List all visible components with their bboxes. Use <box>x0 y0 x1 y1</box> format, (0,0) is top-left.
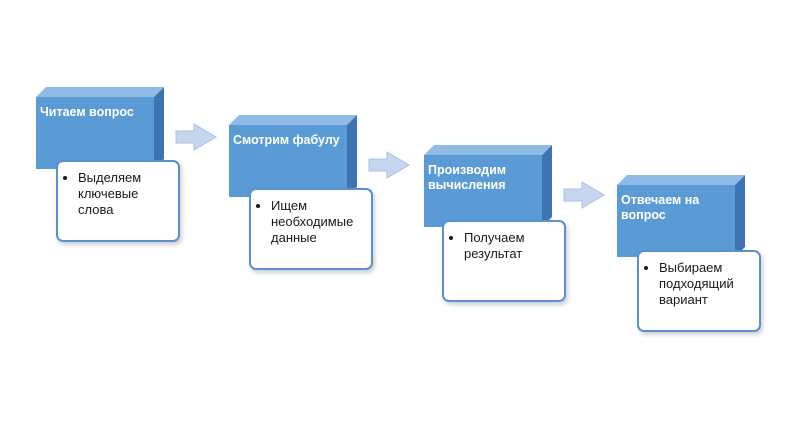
step-2-detail-card: Ищем необходимые данные <box>249 188 373 270</box>
step-1-title: Читаем вопрос <box>40 105 134 119</box>
arrow-right-1 <box>175 123 217 151</box>
step-4-box-shape <box>617 175 745 257</box>
arrow-right-3 <box>563 181 605 209</box>
step-4-title: Отвечаем на вопрос <box>621 193 700 222</box>
step-2-box-shape <box>229 115 357 197</box>
step-1-title-box: Читаем вопрос <box>36 87 164 169</box>
step-3-box-shape <box>424 145 552 227</box>
step-4-bullet: Выбираем подходящий вариант <box>659 260 753 308</box>
step-3-detail-card: Получаем результат <box>442 220 566 302</box>
step-2-bullet: Ищем необходимые данные <box>271 198 365 246</box>
step-1-box-shape <box>36 87 164 169</box>
step-4-detail-card: Выбираем подходящий вариант <box>637 250 761 332</box>
step-4-title-box: Отвечаем на вопрос <box>617 175 745 257</box>
step-2-title: Смотрим фабулу <box>233 133 340 147</box>
step-1-bullet: Выделяем ключевые слова <box>78 170 172 218</box>
step-2-title-box: Смотрим фабулу <box>229 115 357 197</box>
step-3-title: Производим вычисления <box>428 163 507 192</box>
step-3-bullet: Получаем результат <box>464 230 558 262</box>
step-3-title-box: Производим вычисления <box>424 145 552 227</box>
step-1-detail-card: Выделяем ключевые слова <box>56 160 180 242</box>
arrow-right-2 <box>368 151 410 179</box>
